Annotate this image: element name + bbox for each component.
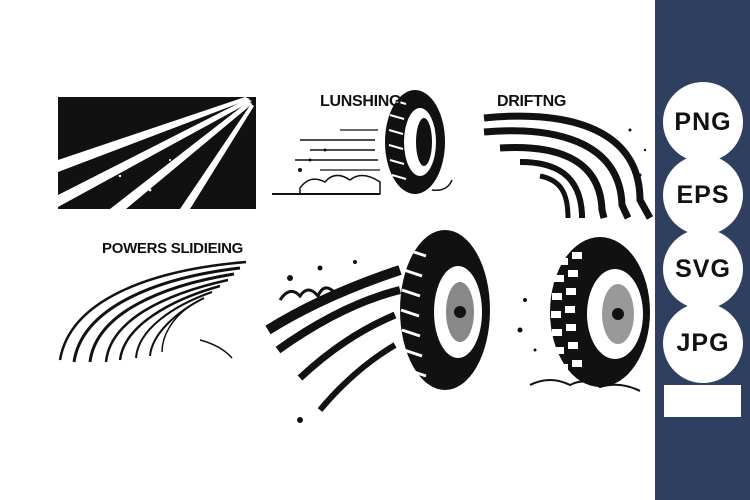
drifting-tracks-illustration: [483, 112, 654, 220]
highway-illustration: [58, 97, 256, 209]
tire-illustrations: [58, 90, 654, 423]
powerslide-label: POWERS SLIDIEING: [102, 240, 244, 257]
launching-label: LUNSHING: [320, 93, 402, 110]
powerslide-tracks-illustration: [58, 260, 247, 363]
png-badge: PNG: [663, 82, 743, 162]
eps-badge: EPS: [663, 155, 743, 235]
svg-badge: SVG: [663, 229, 743, 309]
blank-badge: [664, 385, 741, 417]
mud-tire-illustration: [265, 230, 490, 423]
jpg-badge: JPG: [663, 303, 743, 383]
offroad-tire-illustration: [517, 237, 650, 392]
drifting-label: DRIFTNG: [497, 93, 567, 110]
launching-tire-illustration: [272, 90, 453, 195]
